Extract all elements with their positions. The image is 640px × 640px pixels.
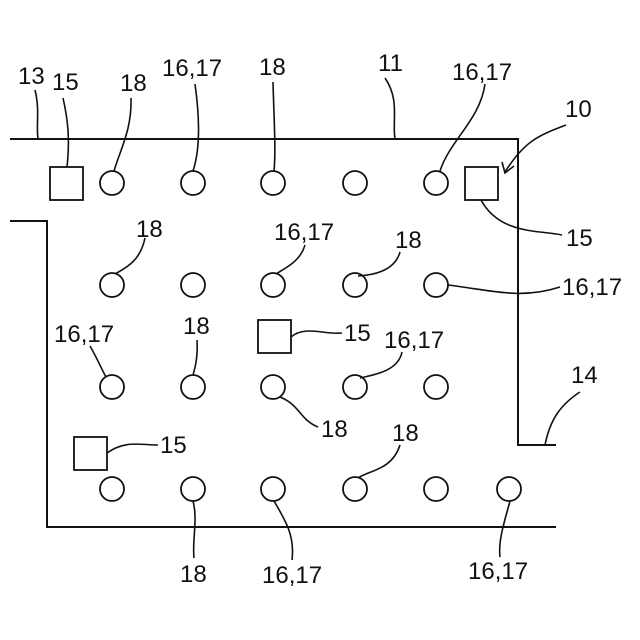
leader-16-17-r1c5 <box>440 84 485 171</box>
leader-15-lower-left <box>107 444 158 453</box>
label-16-17-r2c3: 16,17 <box>274 219 334 246</box>
circle-r2-c1 <box>100 273 124 297</box>
label-18-r1c3: 18 <box>259 54 286 81</box>
label-16-17-r3c4: 16,17 <box>384 327 444 354</box>
leader-16-17-r3c4 <box>360 352 402 378</box>
circle-r2-c4 <box>343 273 367 297</box>
circle-r1-c3 <box>261 171 285 195</box>
leader-18-r3c3 <box>280 397 318 427</box>
leader-16-17-r3c1 <box>90 346 106 377</box>
leader-18-r2c4 <box>358 252 400 276</box>
circle-r4-c4 <box>343 477 367 501</box>
square-15-middle <box>258 320 291 353</box>
label-16-17-r2c5: 16,17 <box>562 274 622 301</box>
circle-r1-c2 <box>181 171 205 195</box>
label-15-middle: 15 <box>344 320 371 347</box>
square-15-lower-left <box>74 437 107 470</box>
leader-18-r1c3 <box>273 82 275 171</box>
circle-r4-c3 <box>261 477 285 501</box>
label-13: 13 <box>18 63 45 90</box>
circle-r2-c2 <box>181 273 205 297</box>
label-18-r2c1: 18 <box>136 216 163 243</box>
circle-r1-c5 <box>424 171 448 195</box>
leader-18-r4c4 <box>358 445 400 478</box>
label-15-top-right: 15 <box>566 225 593 252</box>
leader-15-middle <box>291 331 342 337</box>
circle-r4-c6 <box>497 477 521 501</box>
label-10: 10 <box>565 96 592 123</box>
circle-r3-c3 <box>261 375 285 399</box>
square-15-top-right <box>465 167 498 200</box>
label-18-r3c3: 18 <box>321 416 348 443</box>
label-18-r2c4: 18 <box>395 227 422 254</box>
label-14: 14 <box>571 362 598 389</box>
label-18-r1c1: 18 <box>120 70 147 97</box>
label-18-r4c2: 18 <box>180 561 207 588</box>
leader-18-r3c2 <box>193 340 197 375</box>
circle-r4-c5 <box>424 477 448 501</box>
circle-r1-c4 <box>343 171 367 195</box>
leader-16-17-r2c5 <box>448 285 560 293</box>
circle-r4-c2 <box>181 477 205 501</box>
circle-r3-c2 <box>181 375 205 399</box>
square-15-top-left <box>50 167 83 200</box>
leader-16-17-r4c6 <box>500 501 510 557</box>
leader-15-top-right <box>481 200 562 235</box>
arrow-10-shaft <box>505 125 566 172</box>
leader-11 <box>385 78 395 139</box>
circle-r3-c4 <box>343 375 367 399</box>
leader-13 <box>35 90 38 139</box>
leader-18-r4c2 <box>193 501 195 558</box>
leader-16-17-r4c3 <box>274 501 293 560</box>
leader-16-17-r2c3 <box>276 245 305 274</box>
label-11: 11 <box>378 50 403 77</box>
label-18-r3c2: 18 <box>183 313 210 340</box>
circle-r1-c1 <box>100 171 124 195</box>
label-15-top-left: 15 <box>52 69 79 96</box>
leader-14 <box>545 392 580 445</box>
circle-r3-c1 <box>100 375 124 399</box>
label-16-17-r4c3: 16,17 <box>262 562 322 589</box>
label-15-lower-left: 15 <box>160 432 187 459</box>
label-16-17-r3c1: 16,17 <box>54 321 114 348</box>
leader-18-r2c1 <box>115 238 145 274</box>
label-16-17-r4c6: 16,17 <box>468 558 528 585</box>
leader-18-r1c1 <box>114 98 131 171</box>
circle-r2-c5 <box>424 273 448 297</box>
leader-15-top-left <box>63 98 68 167</box>
label-16-17-r1c2: 16,17 <box>162 55 222 82</box>
label-16-17-r1c5: 16,17 <box>452 59 512 86</box>
circle-r2-c3 <box>261 273 285 297</box>
leader-16-17-r1c2 <box>193 84 199 171</box>
label-18-r4c4: 18 <box>392 420 419 447</box>
circle-r3-c5 <box>424 375 448 399</box>
circle-r4-c1 <box>100 477 124 501</box>
